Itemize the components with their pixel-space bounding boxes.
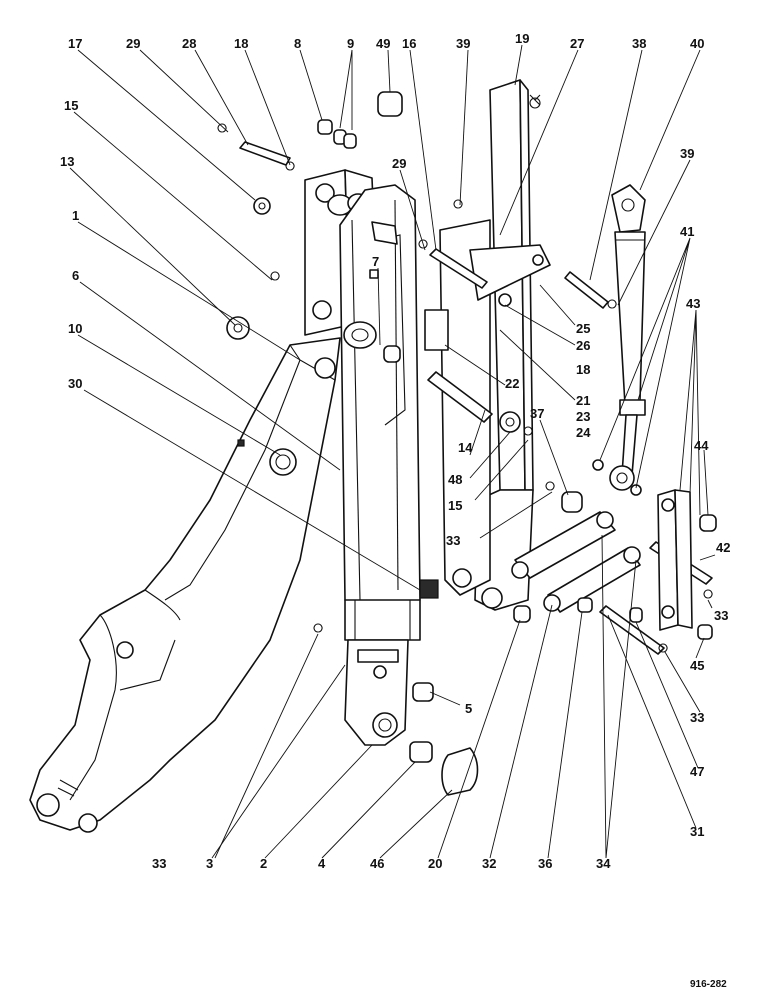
callout-38: 38 [632,36,646,51]
callout-30: 30 [68,376,82,391]
callout-23: 23 [576,409,590,424]
callout-6: 6 [72,268,79,283]
links [511,489,693,631]
callout-47: 47 [690,764,704,779]
callout-29: 29 [126,36,140,51]
callout-33: 33 [714,608,728,623]
callout-44: 44 [694,438,709,453]
callout-46: 46 [370,856,384,871]
callout-15: 15 [64,98,78,113]
callout-48: 48 [448,472,462,487]
bushes-washers [217,91,717,796]
callout-16: 16 [402,36,416,51]
callout-18: 18 [576,362,590,377]
callout-31: 31 [690,824,704,839]
main-boom [29,337,341,833]
kingpost-frame [424,79,551,611]
callout-8: 8 [294,36,301,51]
leader-lines [69,44,716,859]
dipper-arm [339,184,439,746]
callout-33: 33 [152,856,166,871]
callout-13: 13 [60,154,74,169]
callout-labels: 17 29 28 18 8 9 49 16 39 19 27 38 40 15 … [60,31,730,871]
callout-43: 43 [686,296,700,311]
callout-26: 26 [576,338,590,353]
callout-25: 25 [576,321,590,336]
callout-22: 22 [505,376,519,391]
callout-7: 7 [372,254,379,269]
callout-19: 19 [515,31,529,46]
callout-34: 34 [596,856,611,871]
hydraulic-ram [609,184,646,491]
callout-14: 14 [458,440,473,455]
callout-18: 18 [234,36,248,51]
callout-36: 36 [538,856,552,871]
callout-20: 20 [428,856,442,871]
callout-17: 17 [68,36,82,51]
callout-41: 41 [680,224,694,239]
callout-37: 37 [530,406,544,421]
callout-39: 39 [456,36,470,51]
callout-21: 21 [576,393,590,408]
callout-28: 28 [182,36,196,51]
callout-10: 10 [68,321,82,336]
callout-33: 33 [690,710,704,725]
callout-33: 33 [446,533,460,548]
callout-40: 40 [690,36,704,51]
callout-27: 27 [570,36,584,51]
callout-1: 1 [72,208,79,223]
callout-42: 42 [716,540,730,555]
callout-2: 2 [260,856,267,871]
callout-32: 32 [482,856,496,871]
callout-39: 39 [680,146,694,161]
callout-15: 15 [448,498,462,513]
callout-4: 4 [318,856,326,871]
drawing-reference-number: 916-282 [690,979,727,990]
callout-24: 24 [576,425,591,440]
callout-29: 29 [392,156,406,171]
callout-9: 9 [347,36,354,51]
callout-3: 3 [206,856,213,871]
callout-45: 45 [690,658,704,673]
callout-5: 5 [465,701,472,716]
callout-49: 49 [376,36,390,51]
